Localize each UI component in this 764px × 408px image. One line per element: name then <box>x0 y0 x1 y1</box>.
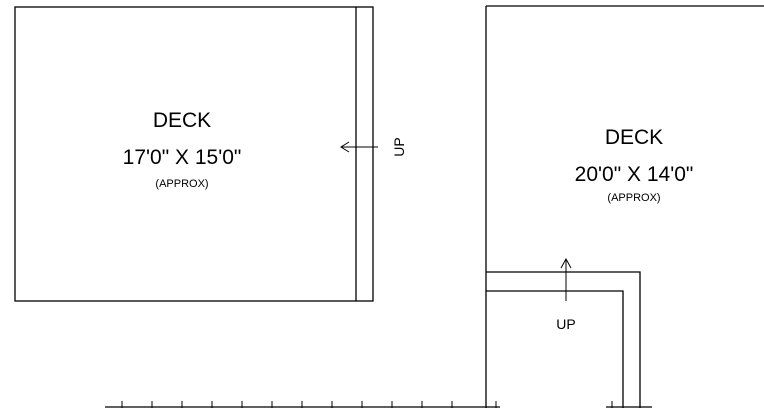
deck-left-stair-label: UP <box>391 137 407 156</box>
deck-right-dimensions: 20'0" X 14'0" <box>575 163 694 186</box>
deck-left-dimensions: 17'0" X 15'0" <box>123 146 242 169</box>
deck-left-approx-note: (APPROX) <box>155 178 208 190</box>
deck-right-approx-note: (APPROX) <box>607 192 660 204</box>
deck-left-outline <box>14 6 374 302</box>
deck-left: DECK 17'0" X 15'0" (APPROX) UP <box>14 6 407 302</box>
deck-right-stair-label: UP <box>556 316 575 332</box>
deck-left-up-arrow-icon <box>340 141 378 153</box>
deck-right: DECK 20'0" X 14'0" (APPROX) UP <box>485 5 764 408</box>
deck-right-up-arrow-icon <box>560 257 572 301</box>
deck-right-stair-outer-rail <box>486 271 641 408</box>
deck-right-stair-inner-rail <box>486 290 624 408</box>
foundation-baseline <box>105 401 652 408</box>
deck-left-title: DECK <box>153 109 211 132</box>
deck-right-title: DECK <box>605 126 663 149</box>
